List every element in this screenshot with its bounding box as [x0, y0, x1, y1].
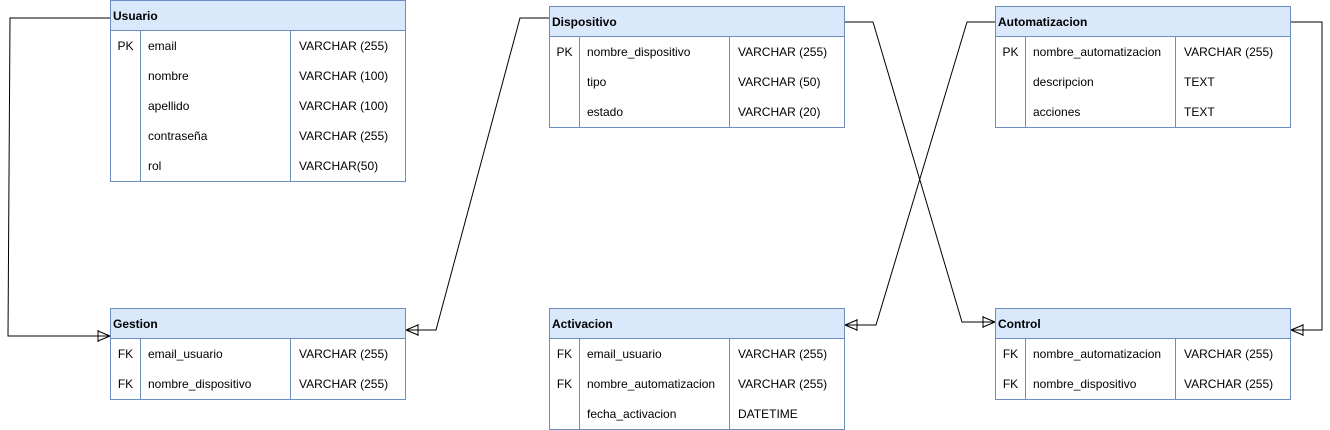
field-type: VARCHAR (255): [738, 347, 828, 361]
field-name: estado: [587, 105, 624, 119]
field-type: VARCHAR (255): [299, 39, 389, 53]
crow-foot-gestion-usuario: [97, 330, 111, 342]
field-type: TEXT: [1184, 105, 1215, 119]
column-divider: [140, 339, 141, 399]
key-label: PK: [117, 39, 134, 53]
field-name: fecha_activacion: [587, 407, 677, 421]
crow-foot-control-dispositivo: [982, 316, 996, 328]
field-type: VARCHAR (255): [1184, 347, 1274, 361]
entity-title: Dispositivo: [550, 7, 844, 37]
connector-dispositivo-gestion[interactable]: [406, 17, 549, 331]
crow-foot-activacion-automatizacion: [844, 319, 858, 331]
connector-usuario-gestion[interactable]: [7, 17, 110, 337]
entity-row: contraseña VARCHAR (255): [111, 121, 405, 151]
field-name: nombre_automatizacion: [1033, 347, 1162, 361]
column-divider: [729, 339, 730, 429]
field-name: nombre_dispositivo: [587, 45, 691, 59]
entity-row: apellido VARCHAR (100): [111, 91, 405, 121]
field-type: VARCHAR (255): [299, 377, 389, 391]
field-type: VARCHAR (100): [299, 99, 389, 113]
field-type: TEXT: [1184, 75, 1215, 89]
field-type: VARCHAR (255): [1184, 377, 1274, 391]
column-divider: [579, 339, 580, 429]
field-name: email_usuario: [587, 347, 662, 361]
key-label: PK: [1002, 45, 1019, 59]
connector-automatizacion-activacion[interactable]: [845, 21, 995, 326]
field-type: DATETIME: [738, 407, 798, 421]
field-type: VARCHAR (255): [738, 377, 828, 391]
field-type: VARCHAR(50): [299, 159, 379, 173]
column-divider: [1175, 339, 1176, 399]
entity-title: Control: [996, 309, 1290, 339]
entity-row: descripcion TEXT: [996, 67, 1290, 97]
column-divider: [729, 37, 730, 127]
column-divider: [290, 339, 291, 399]
field-name: contraseña: [148, 129, 208, 143]
entity-row: estado VARCHAR (20): [550, 97, 844, 127]
connector-dispositivo-control[interactable]: [845, 21, 995, 323]
entity-title: Usuario: [111, 1, 405, 31]
key-label: FK: [1002, 347, 1019, 361]
field-name: descripcion: [1033, 75, 1094, 89]
crow-foot-control-automatizacion: [1290, 324, 1304, 336]
field-name: nombre_automatizacion: [587, 377, 716, 391]
field-name: nombre_dispositivo: [1033, 377, 1137, 391]
key-label: FK: [117, 377, 134, 391]
key-label: PK: [556, 45, 573, 59]
entity-row: FK nombre_automatizacion VARCHAR (255): [550, 369, 844, 399]
entity-row: tipo VARCHAR (50): [550, 67, 844, 97]
field-name: acciones: [1033, 105, 1081, 119]
column-divider: [1025, 339, 1026, 399]
key-label: FK: [556, 377, 573, 391]
field-name: email_usuario: [148, 347, 223, 361]
entity-title: Automatizacion: [996, 7, 1290, 37]
entity-row: FK nombre_dispositivo VARCHAR (255): [996, 369, 1290, 399]
column-divider: [140, 31, 141, 181]
entity-row: FK email_usuario VARCHAR (255): [550, 339, 844, 369]
field-name: email: [148, 39, 177, 53]
field-type: VARCHAR (255): [299, 347, 389, 361]
entity-row: FK nombre_automatizacion VARCHAR (255): [996, 339, 1290, 369]
connector-automatizacion-control[interactable]: [1291, 21, 1323, 331]
field-type: VARCHAR (20): [738, 105, 821, 119]
entity-row: FK nombre_dispositivo VARCHAR (255): [111, 369, 405, 399]
crow-foot-gestion-dispositivo: [405, 324, 419, 336]
entity-row: fecha_activacion DATETIME: [550, 399, 844, 429]
entity-title: Activacion: [550, 309, 844, 339]
field-name: nombre: [148, 69, 189, 83]
entity-title: Gestion: [111, 309, 405, 339]
key-label: FK: [117, 347, 134, 361]
field-type: VARCHAR (50): [738, 75, 821, 89]
entity-row: acciones TEXT: [996, 97, 1290, 127]
entity-row: nombre VARCHAR (100): [111, 61, 405, 91]
entity-row: PK nombre_automatizacion VARCHAR (255): [996, 37, 1290, 67]
field-name: nombre_automatizacion: [1033, 45, 1162, 59]
field-type: VARCHAR (100): [299, 69, 389, 83]
column-divider: [1175, 37, 1176, 127]
field-type: VARCHAR (255): [299, 129, 389, 143]
field-name: apellido: [148, 99, 190, 113]
key-label: FK: [556, 347, 573, 361]
column-divider: [1025, 37, 1026, 127]
field-type: VARCHAR (255): [738, 45, 828, 59]
field-name: rol: [148, 159, 162, 173]
entity-row: PK email VARCHAR (255): [111, 31, 405, 61]
key-label: FK: [1002, 377, 1019, 391]
column-divider: [579, 37, 580, 127]
entity-row: rol VARCHAR(50): [111, 151, 405, 181]
field-name: nombre_dispositivo: [148, 377, 252, 391]
entity-row: FK email_usuario VARCHAR (255): [111, 339, 405, 369]
entity-row: PK nombre_dispositivo VARCHAR (255): [550, 37, 844, 67]
field-type: VARCHAR (255): [1184, 45, 1274, 59]
field-name: tipo: [587, 75, 607, 89]
column-divider: [290, 31, 291, 181]
